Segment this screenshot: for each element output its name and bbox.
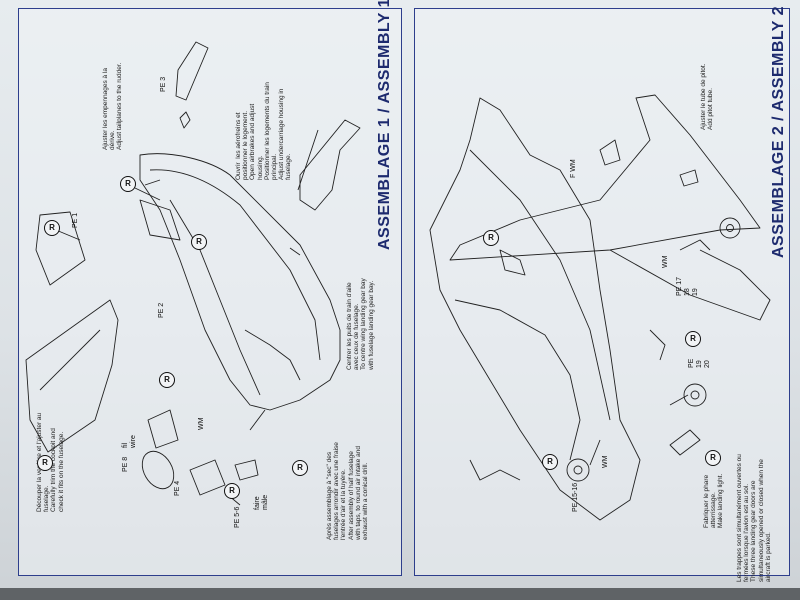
r-marker: R — [292, 460, 308, 476]
assembly-2-heading: ASSEMBLAGE 2 / ASSEMBLY 2 — [770, 6, 787, 258]
r-marker: R — [224, 483, 240, 499]
part-label-pe-19-20: PE 19 20 — [688, 358, 711, 368]
part-label-pe2: PE 2 — [158, 302, 165, 318]
assembly-2-panel — [414, 8, 790, 576]
assembly-1-panel — [18, 8, 402, 576]
landing-light-instruction: Fabriquer le phare atterrissage. Make la… — [703, 473, 725, 528]
main-wheel-right — [683, 383, 707, 407]
pitot-instruction: Ajuster le tube de pitot. Add pitot tube… — [700, 63, 715, 131]
fuselage-part — [139, 153, 341, 411]
r-marker: R — [191, 234, 207, 250]
r-marker: R — [483, 230, 499, 246]
tailplane-part-top — [175, 41, 209, 101]
fuselage-assembly — [429, 97, 641, 521]
part-label-pe56: PE 5-6 — [234, 506, 241, 528]
part-label-pe1: PE 1 — [72, 212, 79, 228]
part-label-wm-right-top: WM — [662, 255, 669, 268]
part-label-pe-17-19: PE 17 18 19 — [676, 276, 699, 296]
canopy-part — [141, 450, 175, 490]
part-label-faire-male: faire mâle — [254, 494, 269, 510]
r-marker: R — [37, 455, 53, 471]
part-label-wm-wire: F WM — [570, 159, 577, 178]
part-label-wm-right-bottom: WM — [602, 455, 609, 468]
airbrakes-instruction: Ouvrir les aérofreins et positionner le … — [235, 82, 293, 180]
table-edge — [0, 588, 800, 600]
assembly-1-heading: ASSEMBLAGE 1 / ASSEMBLY 1 — [376, 0, 393, 250]
part-label-pe3: PE 3 — [160, 76, 167, 92]
tailplane-instruction: Ajuster les empennages à la dérive. Adju… — [102, 62, 124, 150]
main-wheel-left — [566, 458, 590, 482]
gear-doors-instruction: Les trappes sont simultanément ouvertes … — [736, 454, 772, 582]
part-label-pe8: PE 8 — [122, 456, 129, 472]
wing-part — [299, 119, 361, 211]
r-marker: R — [685, 331, 701, 347]
r-marker: R — [120, 176, 136, 192]
part-label-pe4: PE 4 — [174, 480, 181, 496]
r-marker: R — [705, 450, 721, 466]
r-marker: R — [44, 220, 60, 236]
fin-part — [25, 299, 119, 453]
fuselage-instruction: Après assemblage à "sec" des fuselages a… — [326, 442, 370, 540]
wheel-bay-instruction: Centrer les puits de train d'aile avec c… — [346, 278, 375, 370]
nose-wheel — [719, 217, 741, 239]
part-label-pe-15-16: PE 15-16 — [572, 482, 579, 512]
r-marker: R — [159, 372, 175, 388]
rudder-part — [35, 211, 86, 286]
part-label-wm-left: WM — [198, 417, 205, 430]
part-label-fil-wire: fil wire — [122, 435, 137, 448]
r-marker: R — [542, 454, 558, 470]
